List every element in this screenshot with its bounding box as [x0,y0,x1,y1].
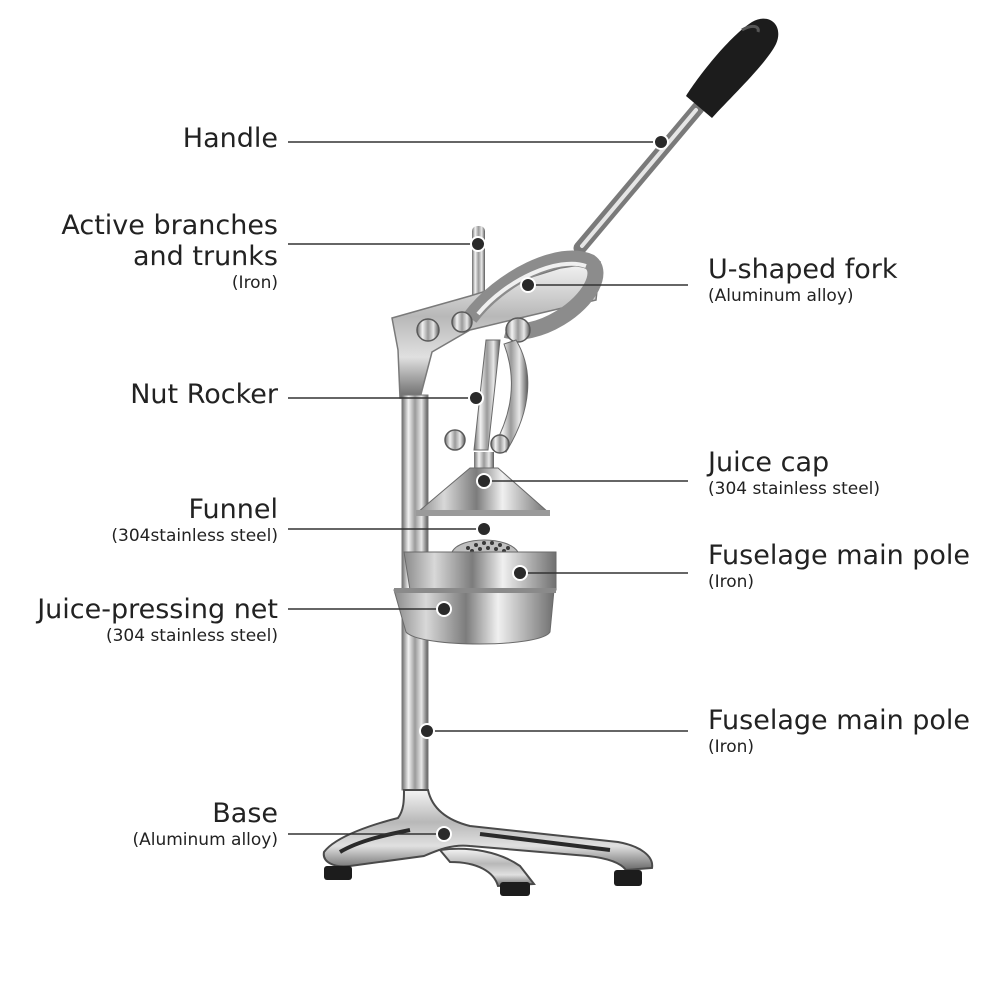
base-front-foot [438,847,536,888]
handle-rod-highlight [580,108,698,248]
base-contour [338,828,411,854]
base-foot-pad [614,870,642,886]
label-main-pole-1-material: (Iron) [708,572,755,593]
label-juice-cap-material: (304 stainless steel) [708,479,881,500]
label-juice-net: Juice-pressing net (304 stainless steel) [37,594,278,647]
marker-dot-active-branches [470,236,486,252]
label-juice-cap: Juice cap (304 stainless steel) [708,447,880,500]
rocker-bolt [444,429,466,451]
marker-dot-juice-cap [476,473,492,489]
marker-dot-handle [653,134,669,150]
label-handle: Handle [183,123,278,154]
label-base-material: (Aluminum alloy) [132,830,278,851]
base [322,789,654,872]
label-u-fork-title: U-shaped fork [708,254,898,285]
label-active-branches-material: (Iron) [231,273,278,294]
rocker-bolt [490,434,510,454]
label-nut-rocker: Nut Rocker [130,379,278,410]
label-main-pole-1-title: Fuselage main pole [708,540,971,571]
label-nut-rocker-title: Nut Rocker [130,379,278,410]
label-juice-cap-title: Juice cap [708,447,830,478]
label-funnel-title: Funnel [188,494,278,525]
base-foot-pad [324,866,352,880]
label-juice-net-material: (304 stainless steel) [105,626,278,647]
frame-bolt [416,318,440,342]
handle-grip [686,18,779,118]
marker-dot-main-pole-2 [419,723,435,739]
leader-lines [288,141,688,835]
label-active-branches-title: Active branches and trunks [61,210,278,273]
nut-rocker-arm [473,339,501,451]
label-u-fork: U-shaped fork (Aluminum alloy) [708,254,897,307]
marker-dot-nut-rocker [468,390,484,406]
marker-dot-u-fork [520,277,536,293]
label-u-fork-material: (Aluminum alloy) [708,286,854,307]
bowl-seam [394,588,556,593]
marker-dot-base [436,826,452,842]
label-base: Base (Aluminum alloy) [132,798,278,851]
base-foot-pad [500,882,530,896]
label-main-pole-2: Fuselage main pole (Iron) [708,705,970,758]
label-base-title: Base [212,798,278,829]
label-main-pole-2-material: (Iron) [708,737,755,758]
base-contour [479,832,611,852]
frame-bolt [451,311,473,333]
marker-dot-funnel [476,521,492,537]
label-juice-net-title: Juice-pressing net [37,594,278,625]
u-shaped-fork [463,250,604,340]
juice-cap-stem [474,452,494,470]
u-shaped-fork-highlight [476,261,587,316]
juice-cap-rim [416,510,550,516]
label-main-pole-1: Fuselage main pole (Iron) [708,540,970,593]
fork-bolt [505,317,531,343]
juice-bowl-upper [403,551,557,591]
label-funnel: Funnel (304stainless steel) [111,494,278,547]
marker-dot-juice-net [436,601,452,617]
upper-frame-arm [391,261,601,399]
marker-dot-main-pole-1 [512,565,528,581]
label-main-pole-2-title: Fuselage main pole [708,705,971,736]
handle-grip-shine [741,24,760,33]
label-handle-title: Handle [182,123,278,154]
marker-dots [419,134,669,842]
label-funnel-material: (304stainless steel) [111,526,278,547]
label-active-branches: Active branches and trunks (Iron) [61,210,278,294]
juice-pressing-net [393,589,555,645]
